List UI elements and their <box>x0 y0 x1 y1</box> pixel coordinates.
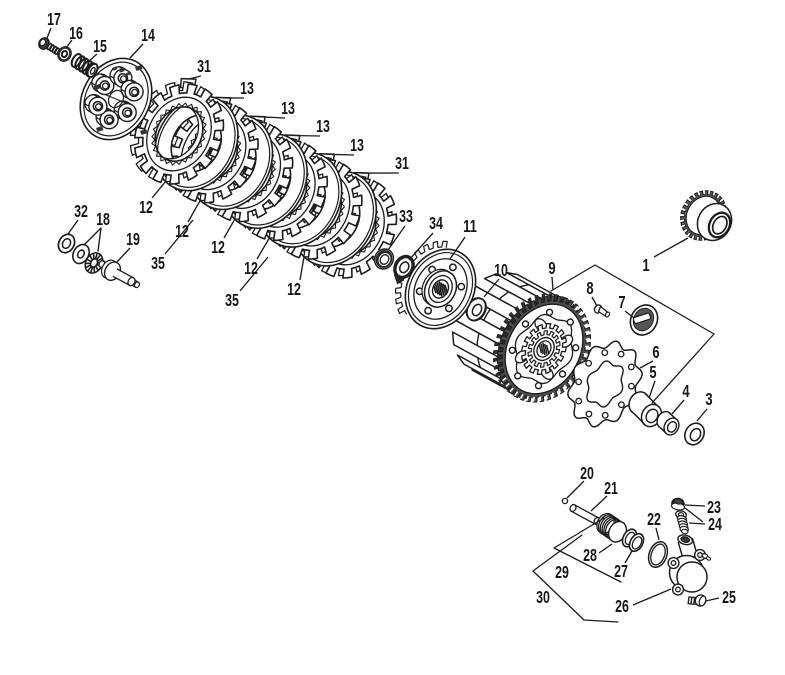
svg-text:16: 16 <box>69 23 83 43</box>
svg-text:5: 5 <box>649 362 656 382</box>
svg-text:25: 25 <box>722 587 736 607</box>
svg-text:12: 12 <box>287 279 301 299</box>
svg-text:15: 15 <box>93 36 107 56</box>
svg-text:12: 12 <box>211 237 225 257</box>
svg-text:35: 35 <box>225 290 239 310</box>
svg-text:24: 24 <box>708 514 722 534</box>
svg-text:20: 20 <box>580 463 594 483</box>
svg-text:4: 4 <box>682 381 689 401</box>
svg-text:32: 32 <box>74 201 88 221</box>
svg-text:31: 31 <box>395 153 409 173</box>
svg-text:13: 13 <box>316 116 330 136</box>
svg-text:12: 12 <box>175 221 189 241</box>
svg-text:11: 11 <box>463 216 477 236</box>
svg-text:19: 19 <box>126 229 140 249</box>
svg-text:29: 29 <box>555 562 569 582</box>
svg-text:26: 26 <box>615 596 629 616</box>
svg-text:12: 12 <box>139 197 153 217</box>
svg-text:28: 28 <box>583 545 597 565</box>
svg-text:1: 1 <box>642 255 649 275</box>
svg-text:35: 35 <box>151 253 165 273</box>
svg-text:14: 14 <box>141 25 155 45</box>
svg-text:3: 3 <box>705 389 712 409</box>
svg-text:6: 6 <box>652 342 659 362</box>
svg-text:34: 34 <box>429 213 443 233</box>
svg-text:8: 8 <box>586 278 593 298</box>
svg-text:7: 7 <box>618 292 625 312</box>
svg-text:9: 9 <box>548 258 555 278</box>
svg-text:13: 13 <box>350 135 364 155</box>
svg-text:22: 22 <box>647 509 661 529</box>
svg-text:18: 18 <box>96 209 110 229</box>
svg-text:30: 30 <box>536 587 550 607</box>
svg-text:33: 33 <box>399 206 413 226</box>
svg-text:10: 10 <box>494 260 508 280</box>
svg-text:27: 27 <box>614 561 628 581</box>
svg-text:12: 12 <box>244 258 258 278</box>
svg-text:17: 17 <box>47 9 61 29</box>
svg-text:31: 31 <box>197 56 211 76</box>
svg-text:13: 13 <box>281 98 295 118</box>
svg-text:13: 13 <box>240 78 254 98</box>
svg-text:21: 21 <box>604 478 618 498</box>
